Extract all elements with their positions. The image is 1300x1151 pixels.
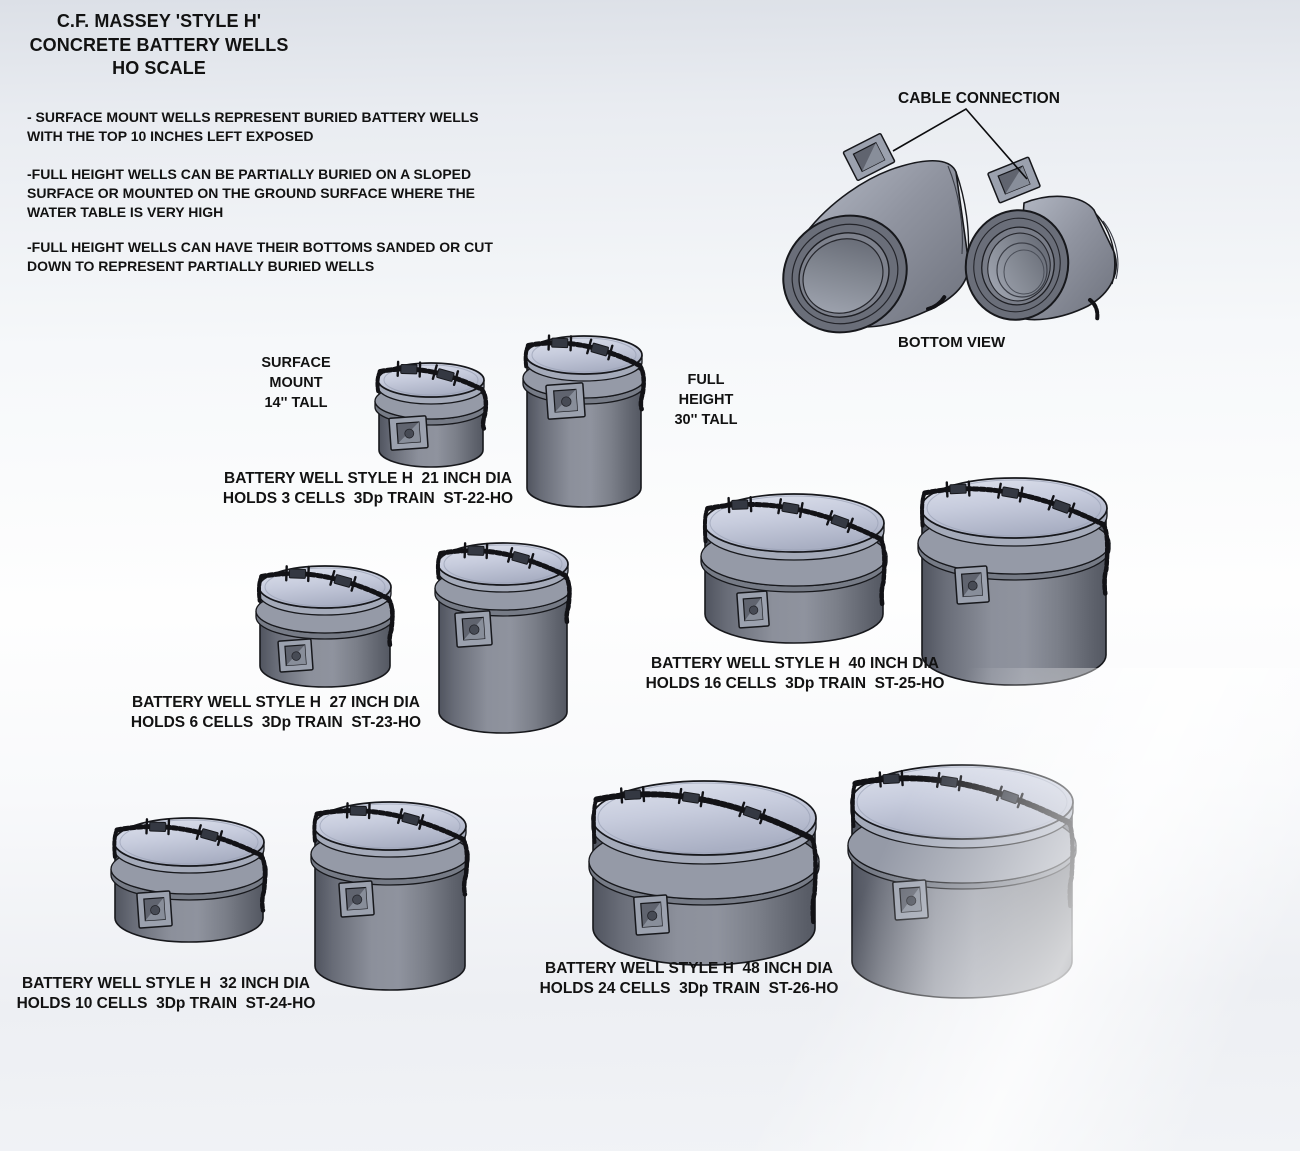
note-full-height-bottoms: -FULL HEIGHT WELLS CAN HAVE THEIR BOTTOM…: [27, 238, 493, 276]
product-line: HOLDS 16 CELLS 3Dp TRAIN ST-25-HO: [645, 674, 945, 692]
chain-cleat: [145, 818, 171, 836]
chain-cleat: [997, 482, 1024, 503]
chain-cleat: [396, 808, 425, 830]
well-illustration-st-26-surface: [588, 780, 820, 966]
product-label-st-22-ho: BATTERY WELL STYLE H 21 INCH DIA HOLDS 3…: [223, 469, 513, 508]
cable-connection-boss: [136, 890, 173, 929]
callout-leader-lines: [892, 107, 1028, 180]
well-illustration-st-24-surface: [110, 817, 268, 943]
chain-cleat: [619, 785, 646, 804]
chain-cleat: [777, 498, 804, 519]
cable-connection-boss: [454, 610, 493, 648]
cable-connection-boss: [987, 156, 1041, 204]
cable-connection-boss: [842, 132, 896, 182]
well-illustration-st-25-full: [917, 477, 1111, 686]
chain-cleat: [738, 801, 767, 825]
note-surface-mount: - SURFACE MOUNT WELLS REPRESENT BURIED B…: [27, 108, 479, 146]
variant-line: MOUNT: [269, 375, 323, 391]
well-illustration-st-23-surface: [255, 565, 395, 688]
note-line: WATER TABLE IS VERY HIGH: [27, 204, 224, 220]
product-label-st-23-ho: BATTERY WELL STYLE H 27 INCH DIA HOLDS 6…: [131, 693, 421, 732]
chain-cleat: [935, 771, 963, 792]
product-label-st-26-ho: BATTERY WELL STYLE H 48 INCH DIA HOLDS 2…: [540, 959, 839, 998]
well-illustration-st-24-full: [310, 801, 470, 991]
chain-cleat: [285, 565, 310, 583]
product-line: HOLDS 6 CELLS 3Dp TRAIN ST-23-HO: [130, 713, 422, 731]
chain-cleat: [506, 546, 535, 569]
product-line: HOLDS 10 CELLS 3Dp TRAIN ST-24-HO: [16, 994, 316, 1012]
chain-cleat: [586, 338, 614, 361]
note-full-height-buried: -FULL HEIGHT WELLS CAN BE PARTIALLY BURI…: [27, 165, 475, 222]
cable-connection-boss: [954, 565, 990, 605]
note-line: DOWN TO REPRESENT PARTIALLY BURIED WELLS: [27, 258, 375, 274]
page-title-line: CONCRETE BATTERY WELLS: [29, 34, 289, 55]
well-illustration-st-25-surface: [700, 493, 888, 644]
note-line: -FULL HEIGHT WELLS CAN BE PARTIALLY BURI…: [27, 166, 472, 182]
product-line: BATTERY WELL STYLE H 21 INCH DIA: [224, 470, 512, 487]
cable-connection-boss: [277, 638, 314, 673]
cable-connection-boss: [388, 415, 429, 451]
chain-cleat: [195, 824, 224, 846]
product-line: BATTERY WELL STYLE H 32 INCH DIA: [22, 975, 310, 992]
cable-connection-boss: [736, 590, 770, 629]
well-illustration-st-22-full: [522, 334, 646, 508]
cable-connection-boss: [892, 879, 929, 921]
variant-line: HEIGHT: [678, 392, 734, 408]
variant-line: FULL: [687, 372, 725, 388]
bottom-view-well-large: [782, 132, 970, 334]
variant-line: 14'' TALL: [264, 395, 328, 411]
chain-cleat: [677, 787, 705, 808]
cable-connection-boss: [338, 880, 375, 918]
chain-cleat: [727, 495, 753, 514]
product-line: BATTERY WELL STYLE H 48 INCH DIA: [545, 960, 833, 977]
product-line: BATTERY WELL STYLE H 40 INCH DIA: [651, 655, 939, 672]
product-line: HOLDS 24 CELLS 3Dp TRAIN ST-26-HO: [539, 979, 839, 997]
chain-cleat: [547, 334, 573, 352]
chain-cleat: [396, 360, 422, 378]
chain-cleat: [995, 785, 1024, 809]
cable-connection-boss: [545, 382, 586, 420]
chain-cleat: [431, 364, 460, 387]
chain-cleat: [878, 769, 904, 788]
page-title: C.F. MASSEY 'STYLE H' CONCRETE BATTERY W…: [30, 10, 289, 81]
note-line: - SURFACE MOUNT WELLS REPRESENT BURIED B…: [27, 109, 479, 125]
well-illustration-st-26-full: [847, 764, 1077, 999]
well-illustration-st-22-surface: [374, 360, 489, 468]
product-label-st-24-ho: BATTERY WELL STYLE H 32 INCH DIA HOLDS 1…: [17, 974, 316, 1013]
note-line: SURFACE OR MOUNTED ON THE GROUND SURFACE…: [27, 185, 476, 201]
surface-mount-height-label: SURFACE MOUNT 14'' TALL: [261, 353, 330, 413]
full-height-label: FULL HEIGHT 30'' TALL: [674, 370, 737, 430]
bottom-view-caption: BOTTOM VIEW: [898, 334, 1006, 351]
product-label-st-25-ho: BATTERY WELL STYLE H 40 INCH DIA HOLDS 1…: [646, 654, 945, 693]
cable-connection-boss: [633, 894, 670, 936]
page-title-line: C.F. MASSEY 'STYLE H': [56, 11, 262, 31]
product-line: BATTERY WELL STYLE H 27 INCH DIA: [132, 694, 420, 711]
bottom-view-well-small: [964, 156, 1119, 322]
chain-cleat: [329, 570, 357, 592]
variant-line: SURFACE: [261, 355, 331, 371]
chain-cleat: [345, 802, 371, 820]
page-title-line: HO SCALE: [112, 58, 206, 78]
chain-cleat: [463, 542, 489, 560]
chain-cleat: [826, 510, 854, 534]
note-line: -FULL HEIGHT WELLS CAN HAVE THEIR BOTTOM…: [27, 239, 493, 255]
chain-cleat: [1047, 494, 1076, 519]
well-illustration-st-23-full: [434, 542, 572, 734]
chain-cleat: [945, 480, 971, 498]
product-line: HOLDS 3 CELLS 3Dp TRAIN ST-22-HO: [222, 489, 514, 507]
note-line: WITH THE TOP 10 INCHES LEFT EXPOSED: [27, 128, 314, 144]
cable-connection-callout: CABLE CONNECTION: [898, 90, 1060, 107]
variant-line: 30'' TALL: [674, 412, 738, 428]
